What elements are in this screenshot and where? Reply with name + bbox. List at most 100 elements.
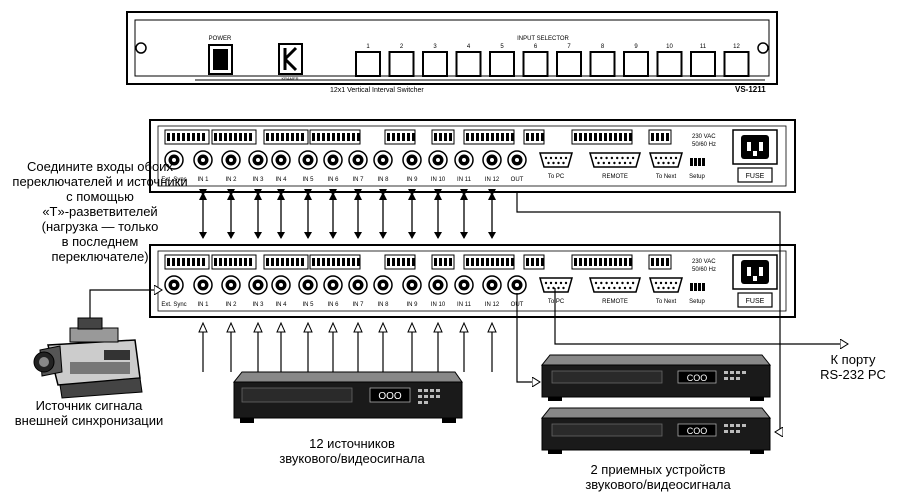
source-input-arrow	[407, 321, 417, 372]
bnc-label: IN 5	[302, 302, 314, 308]
bnc-label: IN 4	[275, 177, 287, 183]
terminal-block	[164, 254, 210, 270]
bnc-connector[interactable]: IN 9	[402, 275, 422, 308]
terminal-block	[648, 129, 672, 145]
bnc-connector[interactable]: IN 1	[193, 150, 213, 183]
input-button-1[interactable]: 1	[355, 44, 381, 77]
vcr1-display: COO	[687, 373, 708, 383]
bnc-connector[interactable]: Ext. Sync	[161, 275, 187, 308]
bnc-connector[interactable]: IN 10	[428, 275, 448, 308]
terminal-block	[463, 129, 515, 145]
input-button-label: 5	[500, 44, 504, 50]
bnc-label: IN 1	[197, 302, 209, 308]
input-button-4[interactable]: 4	[455, 44, 482, 77]
to-next-port[interactable]: To Next	[649, 277, 683, 305]
front-title: 12x1 Vertical Interval Switcher	[330, 87, 424, 94]
input-button-label: 10	[666, 44, 673, 50]
source-display-text: OOO	[378, 391, 402, 402]
terminal-block	[384, 254, 416, 270]
bnc-connector[interactable]: IN 2	[221, 275, 241, 308]
input-button-label: 1	[366, 44, 370, 50]
bnc-label: IN 5	[302, 177, 314, 183]
input-button-label: 6	[534, 44, 538, 50]
remote-port[interactable]: REMOTE	[589, 277, 641, 305]
power-label: POWER	[209, 36, 232, 42]
remote-port[interactable]: REMOTE	[589, 152, 641, 180]
bnc-label: IN 10	[431, 302, 446, 308]
bnc-connector[interactable]: IN 1	[193, 275, 213, 308]
bnc-label: IN 8	[377, 177, 389, 183]
source-input-arrow	[226, 321, 236, 372]
to-pc-port[interactable]: To PC	[539, 152, 573, 180]
to-next-port[interactable]: To Next	[649, 152, 683, 180]
to-next-label: To Next	[656, 299, 677, 305]
fuse-holder[interactable]: FUSE	[737, 292, 773, 308]
bnc-connector[interactable]: IN 10	[428, 150, 448, 183]
t-arrow-head	[379, 192, 387, 200]
bnc-label: IN 11	[457, 177, 472, 183]
input-button-6[interactable]: 6	[522, 44, 549, 77]
bnc-connector[interactable]: IN 11	[454, 275, 474, 308]
bnc-label: IN 11	[457, 302, 472, 308]
bnc-connector[interactable]: IN 2	[221, 150, 241, 183]
bnc-label: IN 2	[225, 302, 237, 308]
bnc-connector[interactable]: IN 12	[482, 275, 502, 308]
bnc-connector[interactable]: IN 5	[298, 150, 318, 183]
bnc-connector[interactable]: IN 8	[373, 275, 393, 308]
source-input-arrow	[276, 321, 286, 372]
terminal-block	[164, 129, 210, 145]
bnc-connector[interactable]: Ext. Sync	[161, 150, 187, 183]
input-button-7[interactable]: 7	[556, 44, 582, 77]
input-button-label: 9	[634, 44, 638, 50]
setup-dip-switch[interactable]: Setup	[689, 283, 705, 305]
bnc-label: IN 8	[377, 302, 389, 308]
fuse-holder[interactable]: FUSE	[737, 167, 773, 183]
bnc-label: IN 7	[352, 177, 364, 183]
bnc-connector[interactable]: IN 6	[323, 275, 343, 308]
bnc-connector[interactable]: IN 4	[271, 150, 291, 183]
bnc-label: IN 4	[275, 302, 287, 308]
input-selector-label: INPUT SELECTOR	[517, 36, 569, 42]
bnc-connector[interactable]: IN 3	[248, 150, 268, 183]
sync-source-label: Источник сигнала внешней синхронизации	[14, 398, 164, 428]
input-button-11[interactable]: 11	[690, 44, 716, 77]
to-pc-port[interactable]: To PC	[539, 277, 573, 305]
input-button-2[interactable]: 2	[388, 44, 415, 77]
bnc-connector[interactable]: IN 7	[348, 150, 368, 183]
terminal-block	[211, 129, 257, 145]
setup-dip-switch[interactable]: Setup	[689, 158, 705, 180]
bnc-connector[interactable]: IN 12	[482, 150, 502, 183]
receiver-vcr-2: COO	[540, 407, 772, 454]
source-input-arrow	[198, 321, 208, 372]
bnc-connector[interactable]: IN 8	[373, 150, 393, 183]
source-input-arrow	[378, 321, 388, 372]
bnc-connector[interactable]: IN 4	[271, 275, 291, 308]
bnc-connector[interactable]: IN 9	[402, 150, 422, 183]
terminal-block	[463, 254, 515, 270]
receivers-label: 2 приемных устройств звукового/видеосигн…	[585, 462, 731, 492]
to-next-label: To Next	[656, 174, 677, 180]
terminal-block	[431, 254, 455, 270]
input-button-12[interactable]: 12	[723, 44, 750, 77]
rack-screw-right	[757, 42, 769, 54]
input-button-5[interactable]: 5	[489, 44, 515, 77]
bnc-connector[interactable]: IN 7	[348, 275, 368, 308]
input-button-8[interactable]: 8	[589, 44, 616, 77]
input-button-9[interactable]: 9	[623, 44, 649, 77]
power-frequency: 50/60 Hz	[692, 142, 716, 148]
bnc-connector[interactable]: IN 6	[323, 150, 343, 183]
input-button-10[interactable]: 10	[656, 44, 683, 77]
bnc-connector[interactable]: IN 3	[248, 275, 268, 308]
bnc-connector[interactable]: IN 5	[298, 275, 318, 308]
input-button-3[interactable]: 3	[422, 44, 448, 77]
bnc-connector[interactable]: IN 11	[454, 150, 474, 183]
bnc-label: IN 10	[431, 177, 446, 183]
source-device: OOO	[232, 371, 463, 423]
rear-panel-bottom: Ext. Sync IN 1 IN 2 IN 3 IN 4 IN 5 IN 6 IN 7 IN …	[149, 244, 796, 318]
bnc-label: OUT	[511, 177, 524, 183]
power-inlet[interactable]	[732, 129, 778, 165]
bnc-connector[interactable]: OUT	[507, 150, 527, 183]
bnc-label: IN 6	[327, 302, 339, 308]
power-inlet[interactable]	[732, 254, 778, 290]
